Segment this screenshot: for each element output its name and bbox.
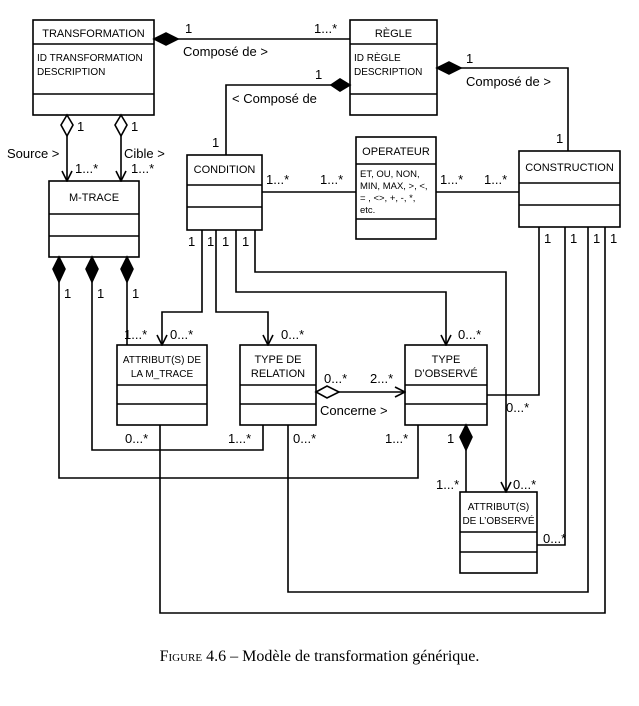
- label-cible: Cible >: [124, 146, 165, 161]
- mult-constr-4: 1: [610, 231, 617, 246]
- assoc-condition-type-relation: [215, 230, 268, 345]
- mult-type-rel-top: 0...*: [281, 327, 304, 342]
- construction-title: CONSTRUCTION: [525, 162, 614, 174]
- assoc-construction-attribut-mtrace: [159, 227, 606, 614]
- attribut-mtrace-title-line2: LA M_TRACE: [131, 369, 194, 380]
- mult-constr-3: 1: [593, 231, 600, 246]
- assoc-regle-condition: [225, 84, 331, 155]
- label-compose-de-3: < Composé de: [232, 91, 317, 106]
- mult-constr-1: 1: [544, 231, 551, 246]
- mult-cond-2: 1: [207, 234, 214, 249]
- composition-diamond-regle-construction: [435, 61, 463, 75]
- mult-cible-b: 1...*: [131, 161, 154, 176]
- label-concerne: Concerne >: [320, 403, 388, 418]
- uml-class-diagram: TRANSFORMATION ID TRANSFORMATION DESCRIP…: [7, 19, 621, 614]
- assoc-condition-attribut-observe: [254, 230, 506, 492]
- mult-attrobs-right: 0...*: [543, 531, 566, 546]
- mult-attr-mtrace-bottom: 0...*: [125, 431, 148, 446]
- composition-diamond-type-observe: [459, 423, 473, 452]
- mult-type-obs-bottom: 1...*: [385, 431, 408, 446]
- figure-caption: Figure 4.6 – Modèle de transformation gé…: [0, 648, 639, 666]
- mult-regle-constr-b: 1: [556, 131, 563, 146]
- mult-op-constr-b: 1...*: [484, 172, 507, 187]
- mult-type-rel-bottom-a: 1...*: [228, 431, 251, 446]
- transformation-class: [32, 19, 155, 116]
- mult-typeobs-attrobs-a: 1: [447, 431, 454, 446]
- type-relation-title-line2: RELATION: [251, 368, 305, 380]
- aggregation-diamond-concerne: [314, 385, 341, 399]
- mult-attr-mtrace-top-b: 0...*: [170, 327, 193, 342]
- mult-cond-4: 1: [242, 234, 249, 249]
- composition-diamond-mtrace-2: [85, 255, 99, 284]
- operateur-attr-0: ET, OU, NON,: [360, 169, 420, 180]
- mult-cond-1: 1: [188, 234, 195, 249]
- mult-cible-a: 1: [131, 119, 138, 134]
- figure-caption-text: – Modèle de transformation générique.: [226, 648, 480, 665]
- regle-title: RÈGLE: [375, 27, 412, 40]
- mtrace-title: M-TRACE: [69, 192, 119, 204]
- mult-source-b: 1...*: [75, 161, 98, 176]
- composition-diamond-mtrace-3: [120, 255, 134, 284]
- figure-caption-prefix: Figure 4.6: [159, 648, 227, 665]
- mult-trans-regle-b: 1...*: [314, 21, 337, 36]
- mult-type-obs-top: 0...*: [458, 327, 481, 342]
- mult-attrobs-top: 0...*: [513, 477, 536, 492]
- mult-typeobs-attrobs-b: 1...*: [436, 477, 459, 492]
- mult-regle-constr-a: 1: [466, 51, 473, 66]
- composition-diamond-mtrace-1: [52, 255, 66, 284]
- assoc-construction-attribut-observe: [537, 227, 566, 546]
- mult-mtrace-2: 1: [97, 286, 104, 301]
- mult-attr-mtrace-top-a: 1...*: [124, 327, 147, 342]
- mult-regle-cond-a: 1: [315, 67, 322, 82]
- aggregation-diamond-source: [60, 113, 74, 138]
- transformation-title: TRANSFORMATION: [42, 28, 145, 40]
- mult-constr-2: 1: [570, 231, 577, 246]
- assoc-condition-attribut-mtrace: [162, 230, 203, 345]
- attribut-mtrace-title-line1: ATTRIBUT(S) DE: [123, 355, 201, 366]
- mtrace-class: [48, 180, 140, 258]
- assoc-construction-type-observe: [487, 227, 540, 396]
- condition-title: CONDITION: [194, 164, 256, 176]
- mult-trans-regle-a: 1: [185, 21, 192, 36]
- mult-constr-typeobs: 0...*: [506, 400, 529, 415]
- mult-source-a: 1: [77, 119, 84, 134]
- operateur-attr-2: = , <>, +, -, *,: [360, 193, 415, 204]
- mult-mtrace-3: 1: [132, 286, 139, 301]
- attribut-observe-title-line1: ATTRIBUT(S): [468, 502, 529, 513]
- regle-attr-id: ID RÈGLE: [354, 51, 401, 64]
- construction-class: [518, 150, 621, 228]
- assoc-regle-construction: [461, 67, 569, 151]
- mult-regle-cond-b: 1: [212, 135, 219, 150]
- operateur-attr-3: etc.: [360, 205, 375, 216]
- mult-cond-op-b: 1...*: [320, 172, 343, 187]
- label-compose-de-2: Composé de >: [466, 74, 551, 89]
- aggregation-diamond-cible: [114, 113, 128, 138]
- attribut-observe-title-line2: DE L’OBSERVÉ: [462, 514, 534, 527]
- mult-cond-3: 1: [222, 234, 229, 249]
- operateur-attr-1: MIN, MAX, >, <,: [360, 181, 428, 192]
- assoc-mtrace-type-relation: [91, 282, 264, 451]
- composition-diamond-transformation: [152, 32, 180, 46]
- assoc-condition-type-observe: [235, 230, 446, 345]
- type-observe-title-line1: TYPE: [432, 354, 461, 366]
- regle-attr-description: DESCRIPTION: [354, 67, 422, 78]
- assoc-construction-type-relation: [287, 227, 589, 593]
- operateur-title: OPERATEUR: [362, 146, 430, 158]
- assoc-mtrace-type-observe: [58, 282, 419, 479]
- composition-diamond-regle-condition: [329, 78, 352, 92]
- label-compose-de-1: Composé de >: [183, 44, 268, 59]
- transformation-attr-description: DESCRIPTION: [37, 67, 105, 78]
- mult-concerne-a: 0...*: [324, 371, 347, 386]
- type-observe-title-line2: D’OBSERVÉ: [414, 367, 477, 380]
- mult-op-constr-a: 1...*: [440, 172, 463, 187]
- transformation-attr-id: ID TRANSFORMATION: [37, 53, 143, 64]
- label-source: Source >: [7, 146, 59, 161]
- mult-cond-op-a: 1...*: [266, 172, 289, 187]
- operateur-class: [355, 136, 437, 240]
- mult-type-rel-bottom-b: 0...*: [293, 431, 316, 446]
- mult-mtrace-1: 1: [64, 286, 71, 301]
- type-relation-title-line1: TYPE DE: [254, 354, 301, 366]
- mult-concerne-b: 2...*: [370, 371, 393, 386]
